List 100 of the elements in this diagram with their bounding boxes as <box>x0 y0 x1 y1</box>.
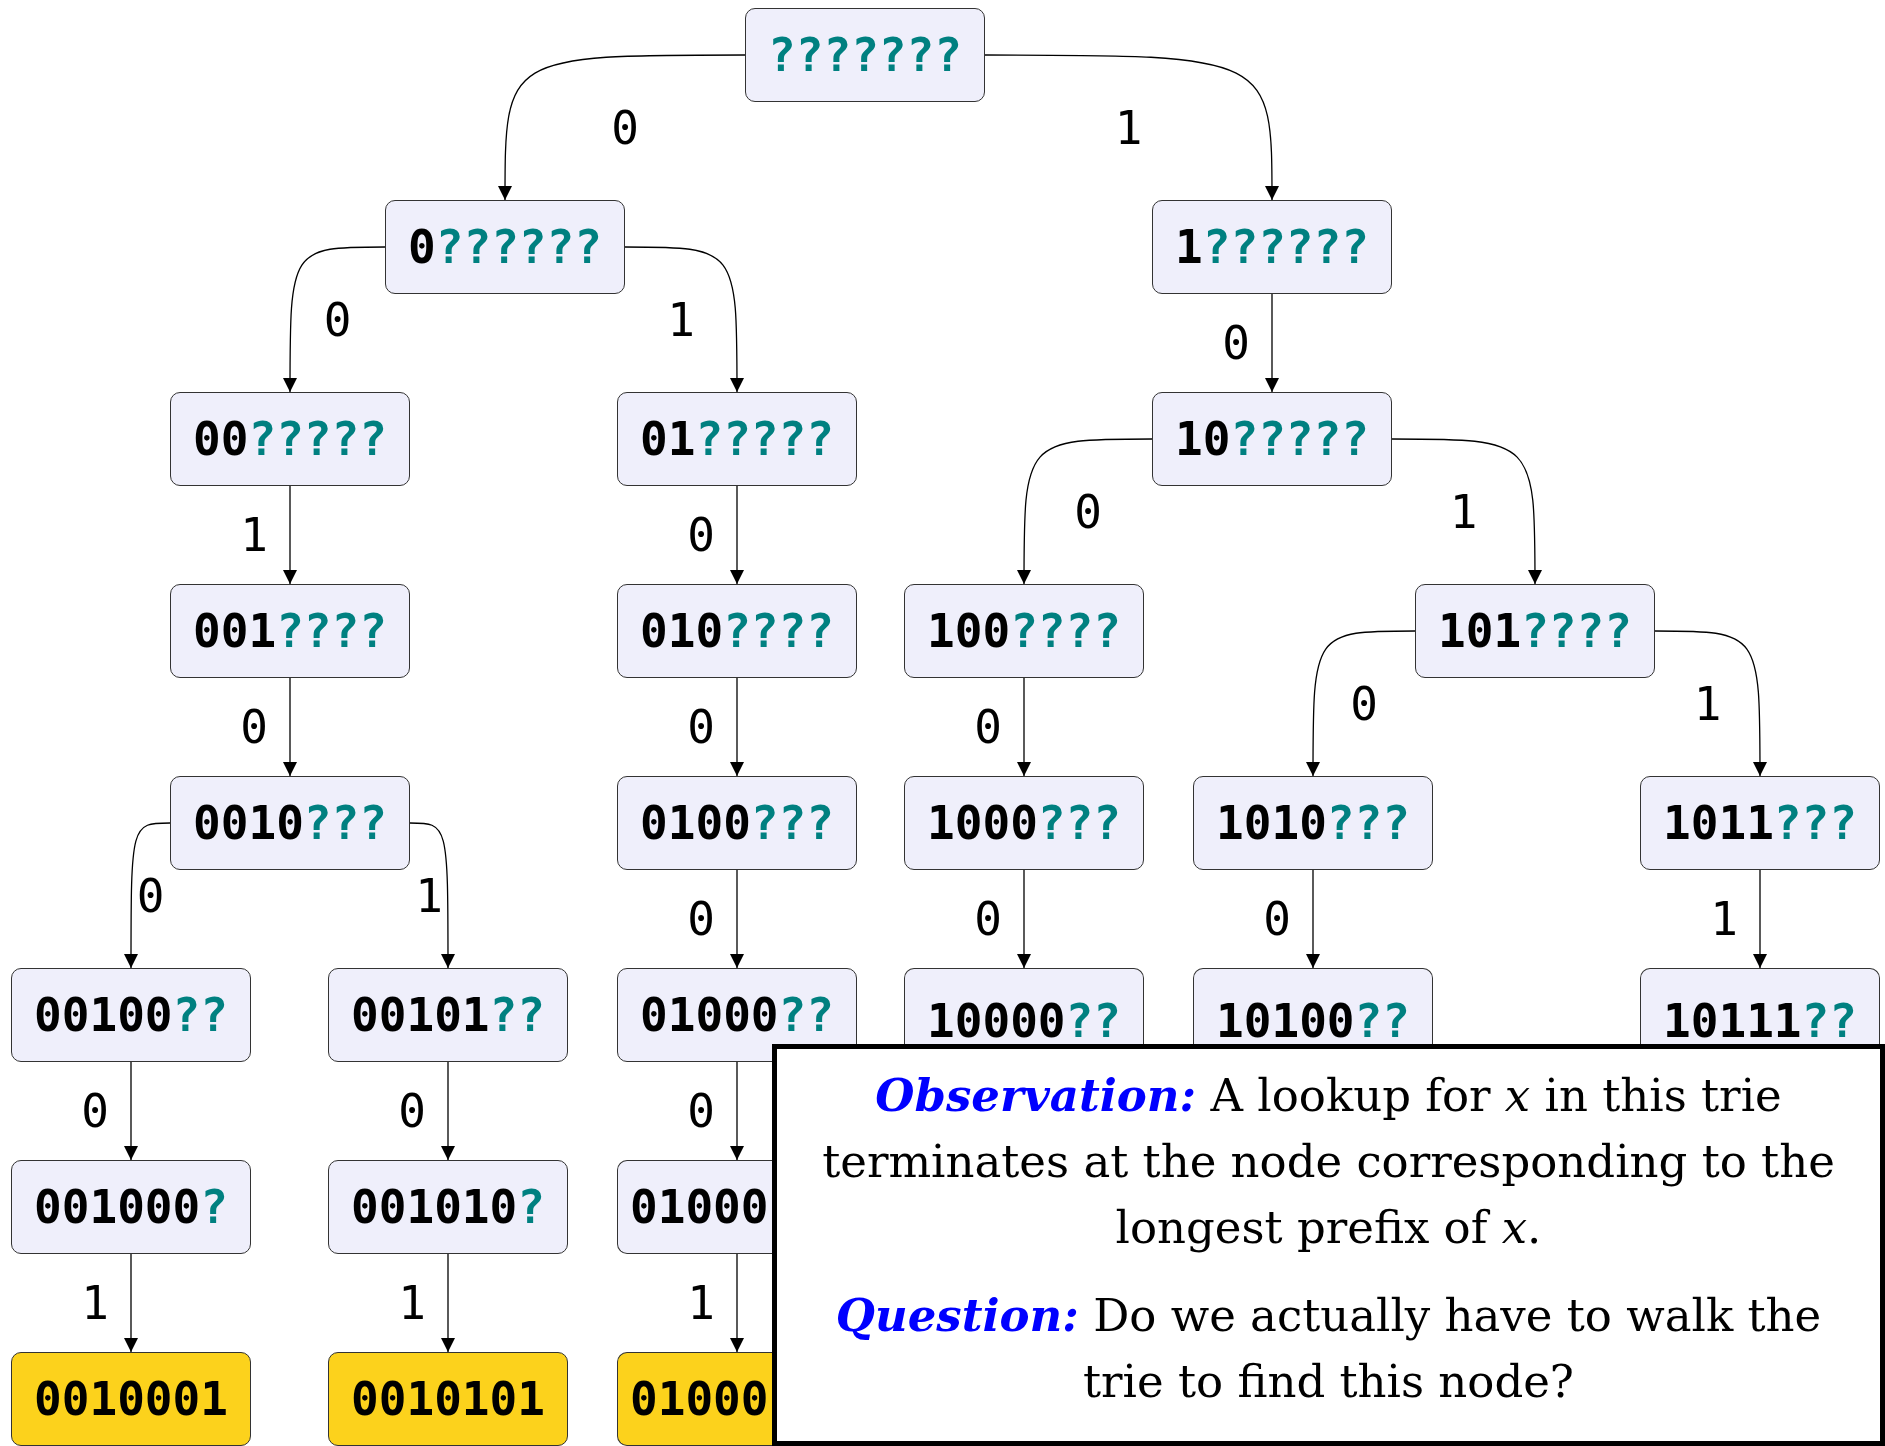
arrow <box>283 485 297 585</box>
edge-label: 0 <box>974 704 1002 750</box>
trie-node-box <box>617 1160 772 1254</box>
edge-label: 0 <box>687 512 715 558</box>
arrow <box>283 677 297 777</box>
note-text: Observation: A lookup for x in this trie terminates at the node corresponding to the longest prefix of x. <box>821 1068 1836 1256</box>
trie-node-box <box>170 776 410 870</box>
node-label: 00????? <box>193 416 387 462</box>
trie-node-box <box>1640 968 1880 1044</box>
node-label: 01000 <box>630 1184 769 1230</box>
arrow <box>1306 869 1320 969</box>
edge-label: 0 <box>974 896 1002 942</box>
edge-label: 0 <box>1074 488 1102 535</box>
trie-node-box <box>904 776 1144 870</box>
trie-node-box <box>745 8 985 102</box>
trie-node-box <box>1193 776 1433 870</box>
node-label: 10111?? <box>1663 998 1857 1044</box>
node-label: 01????? <box>640 416 834 462</box>
edge-label: 1 <box>1114 104 1143 151</box>
edge-label: 0 <box>1263 896 1291 942</box>
arrow <box>283 246 386 393</box>
edge-label: 1 <box>415 872 443 919</box>
trie-node-box <box>617 584 857 678</box>
node-label: 001???? <box>193 608 387 654</box>
node-label: 10????? <box>1175 416 1369 462</box>
arrow <box>441 1061 455 1161</box>
arrow <box>1017 677 1031 777</box>
leaf-node-box <box>11 1352 251 1446</box>
edge-label: 0 <box>81 1088 109 1134</box>
edge-label: 1 <box>1449 488 1478 535</box>
leaf-node-box <box>328 1352 568 1446</box>
edge-label: 1 <box>687 1280 715 1326</box>
arrow <box>624 246 744 393</box>
edge-label: 1 <box>240 512 268 558</box>
arrow <box>984 54 1279 201</box>
edge-label: 1 <box>398 1280 426 1326</box>
edge-label: 0 <box>687 1088 715 1134</box>
trie-node-box <box>170 392 410 486</box>
edge-label: 0 <box>1350 680 1378 727</box>
node-label: 101???? <box>1438 608 1632 654</box>
trie-node-box <box>617 392 857 486</box>
arrow <box>124 1061 138 1161</box>
note-box <box>772 1044 1885 1446</box>
node-label: 0?????? <box>408 224 602 270</box>
arrow <box>409 822 455 969</box>
node-label: 01000 <box>630 1376 769 1422</box>
arrow <box>1017 869 1031 969</box>
trie-node-box <box>328 968 568 1062</box>
edge-label: 0 <box>1222 320 1250 366</box>
trie-node-box <box>1415 584 1655 678</box>
node-label: 1010??? <box>1216 800 1410 846</box>
arrow <box>730 677 744 777</box>
edge-label: 1 <box>1693 680 1722 727</box>
trie-node-box <box>904 584 1144 678</box>
node-label: 1000??? <box>927 800 1121 846</box>
trie-node-box <box>1640 776 1880 870</box>
node-label: 100???? <box>927 608 1121 654</box>
node-label: 001010? <box>351 1184 545 1230</box>
node-label: 10100?? <box>1216 998 1410 1044</box>
edge-label: 0 <box>240 704 268 750</box>
note-text: Question: Do we actually have to walk the trie to find this node? <box>834 1288 1823 1410</box>
trie-node-box <box>11 1160 251 1254</box>
arrow <box>1265 293 1279 393</box>
node-label: 1011??? <box>1663 800 1857 846</box>
edge-label: 0 <box>611 104 639 151</box>
node-label: 00101?? <box>351 992 545 1038</box>
arrow <box>498 54 746 201</box>
edge-label: 1 <box>81 1280 109 1326</box>
arrow <box>730 1253 744 1353</box>
arrow <box>1391 438 1542 585</box>
arrow <box>1753 869 1767 969</box>
trie-node-box <box>617 968 857 1062</box>
arrow <box>1654 630 1767 777</box>
edge-label: 0 <box>398 1088 426 1134</box>
trie-node-box <box>1152 392 1392 486</box>
arrow <box>124 1253 138 1353</box>
node-label: 01000?? <box>640 992 834 1038</box>
node-label: 0010101 <box>351 1376 545 1422</box>
edge-label: 0 <box>136 872 165 919</box>
node-label: 010???? <box>640 608 834 654</box>
node-label: 0010001 <box>34 1376 228 1422</box>
edge-label: 0 <box>687 896 715 942</box>
trie-node-box <box>904 968 1144 1044</box>
node-label: ??????? <box>768 32 962 78</box>
trie-node-box <box>1193 968 1433 1044</box>
trie-node-box <box>1152 200 1392 294</box>
edge-label: 0 <box>687 704 715 750</box>
node-label: 001000? <box>34 1184 228 1230</box>
edge-label: 1 <box>667 296 695 343</box>
trie-node-box <box>328 1160 568 1254</box>
arrow <box>1306 630 1416 777</box>
arrow <box>124 822 171 969</box>
trie-node-box <box>385 200 625 294</box>
arrow <box>1017 438 1153 585</box>
trie-node-box <box>170 584 410 678</box>
edge-label: 1 <box>1710 896 1738 942</box>
trie-node-box <box>11 968 251 1062</box>
edge-label: 0 <box>323 296 352 343</box>
arrow <box>730 485 744 585</box>
leaf-node-box <box>617 1352 772 1446</box>
